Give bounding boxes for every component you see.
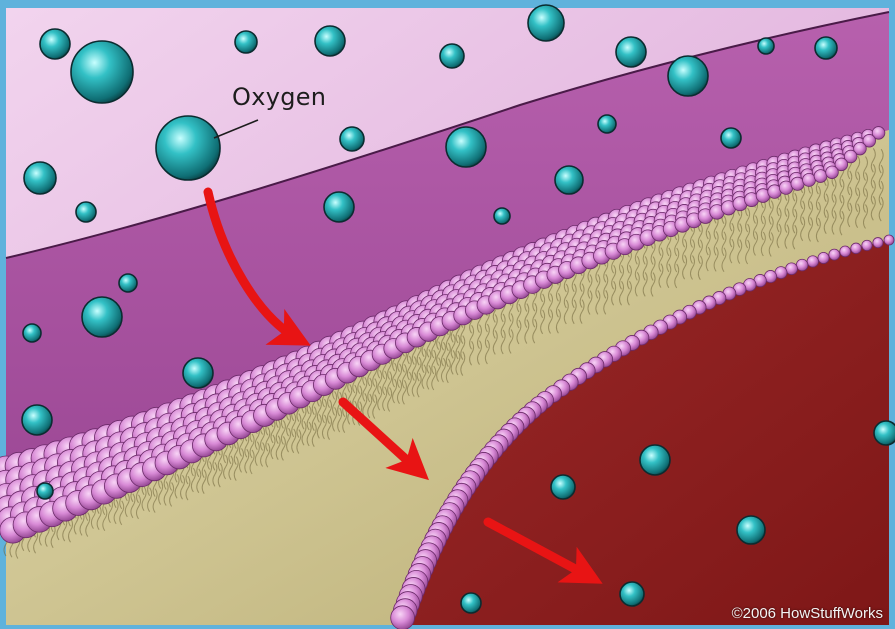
lipid-head bbox=[391, 606, 415, 629]
oxygen-molecule bbox=[620, 582, 644, 606]
oxygen-molecule bbox=[528, 5, 564, 41]
oxygen-molecule bbox=[440, 44, 464, 68]
oxygen-molecule bbox=[640, 445, 670, 475]
lipid-head bbox=[862, 240, 872, 250]
oxygen-molecule bbox=[598, 115, 616, 133]
oxygen-molecule bbox=[40, 29, 70, 59]
oxygen-molecule bbox=[555, 166, 583, 194]
oxygen-molecule bbox=[721, 128, 741, 148]
lipid-head bbox=[873, 238, 883, 248]
oxygen-molecule bbox=[324, 192, 354, 222]
oxygen-molecule bbox=[616, 37, 646, 67]
oxygen-molecule bbox=[815, 37, 837, 59]
lipid-head bbox=[803, 173, 816, 186]
oxygen-molecule bbox=[737, 516, 765, 544]
oxygen-molecule bbox=[758, 38, 774, 54]
copyright-credit: ©2006 HowStuffWorks bbox=[732, 605, 883, 622]
lipid-head bbox=[786, 263, 798, 275]
lipid-head bbox=[807, 256, 818, 267]
lipid-head bbox=[884, 235, 894, 245]
oxygen-molecule bbox=[668, 56, 708, 96]
oxygen-molecule bbox=[76, 202, 96, 222]
lipid-head bbox=[791, 177, 804, 190]
lipid-head bbox=[829, 249, 840, 260]
oxygen-molecule bbox=[24, 162, 56, 194]
oxygen-molecule bbox=[235, 31, 257, 53]
oxygen-molecule bbox=[551, 475, 575, 499]
oxygen-molecule bbox=[22, 405, 52, 435]
lipid-head bbox=[826, 166, 839, 179]
oxygen-molecule bbox=[340, 127, 364, 151]
oxygen-molecule bbox=[874, 421, 895, 445]
oxygen-molecule bbox=[119, 274, 137, 292]
oxygen-molecule bbox=[37, 483, 53, 499]
oxygen-molecule bbox=[446, 127, 486, 167]
oxygen-label: Oxygen bbox=[232, 83, 326, 111]
oxygen-molecule bbox=[82, 297, 122, 337]
oxygen-molecule bbox=[71, 41, 133, 103]
lipid-head bbox=[818, 252, 829, 263]
lipid-head bbox=[814, 170, 827, 183]
oxygen-molecule bbox=[23, 324, 41, 342]
oxygen-molecule bbox=[494, 208, 510, 224]
oxygen-molecule bbox=[461, 593, 481, 613]
oxygen-molecule bbox=[183, 358, 213, 388]
oxygen-molecule bbox=[315, 26, 345, 56]
lipid-head bbox=[851, 243, 862, 254]
lipid-head bbox=[796, 259, 808, 271]
oxygen-molecule bbox=[156, 116, 220, 180]
lipid-head bbox=[840, 246, 851, 257]
